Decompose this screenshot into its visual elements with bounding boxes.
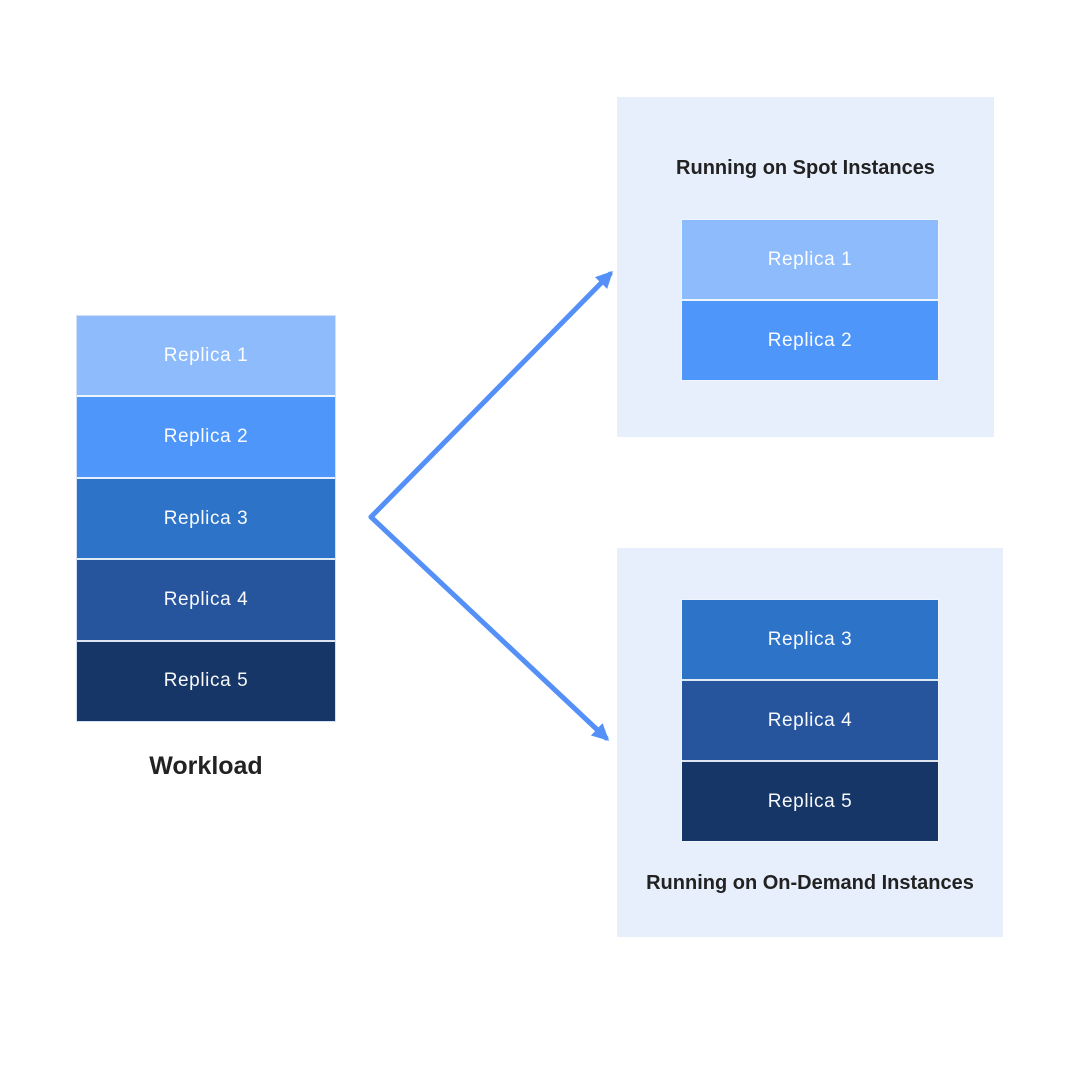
replica-label: Replica 4	[767, 709, 853, 731]
spot-replica-stack: Replica 1 Replica 2	[681, 219, 939, 381]
ondemand-replica-stack: Replica 3 Replica 4 Replica 5	[681, 599, 939, 842]
spot-panel-title: Running on Spot Instances	[676, 157, 935, 179]
replica-label: Replica 3	[767, 628, 853, 650]
replica-label: Replica 4	[163, 588, 249, 610]
arrow-to-ondemand-instances	[368, 514, 610, 741]
ondemand-instances-panel: Replica 3 Replica 4 Replica 5 Running on…	[617, 548, 1003, 937]
spot-instances-panel: Running on Spot Instances Replica 1 Repl…	[617, 97, 994, 437]
replica-label: Replica 3	[163, 507, 249, 529]
spot-replica-1: Replica 1	[682, 220, 938, 301]
workload-replica-4: Replica 4	[77, 560, 335, 642]
arrow-to-spot-instances	[368, 270, 613, 520]
ondemand-panel-title: Running on On-Demand Instances	[646, 872, 974, 894]
replica-label: Replica 5	[163, 670, 249, 692]
replica-label: Replica 2	[767, 329, 853, 351]
ondemand-replica-3: Replica 3	[682, 600, 938, 681]
replica-label: Replica 5	[767, 790, 853, 812]
replica-label: Replica 2	[163, 426, 249, 448]
workload-replica-5: Replica 5	[77, 641, 335, 722]
replica-label: Replica 1	[163, 344, 249, 366]
workload-title: Workload	[149, 752, 263, 780]
spot-replica-2: Replica 2	[682, 301, 938, 380]
workload-replica-1: Replica 1	[77, 316, 335, 398]
workload-replica-2: Replica 2	[77, 397, 335, 479]
replica-label: Replica 1	[767, 248, 853, 270]
ondemand-replica-5: Replica 5	[682, 762, 938, 841]
workload-replica-3: Replica 3	[77, 478, 335, 561]
workload-stack: Replica 1 Replica 2 Replica 3 Replica 4 …	[76, 315, 336, 722]
ondemand-replica-4: Replica 4	[682, 681, 938, 762]
